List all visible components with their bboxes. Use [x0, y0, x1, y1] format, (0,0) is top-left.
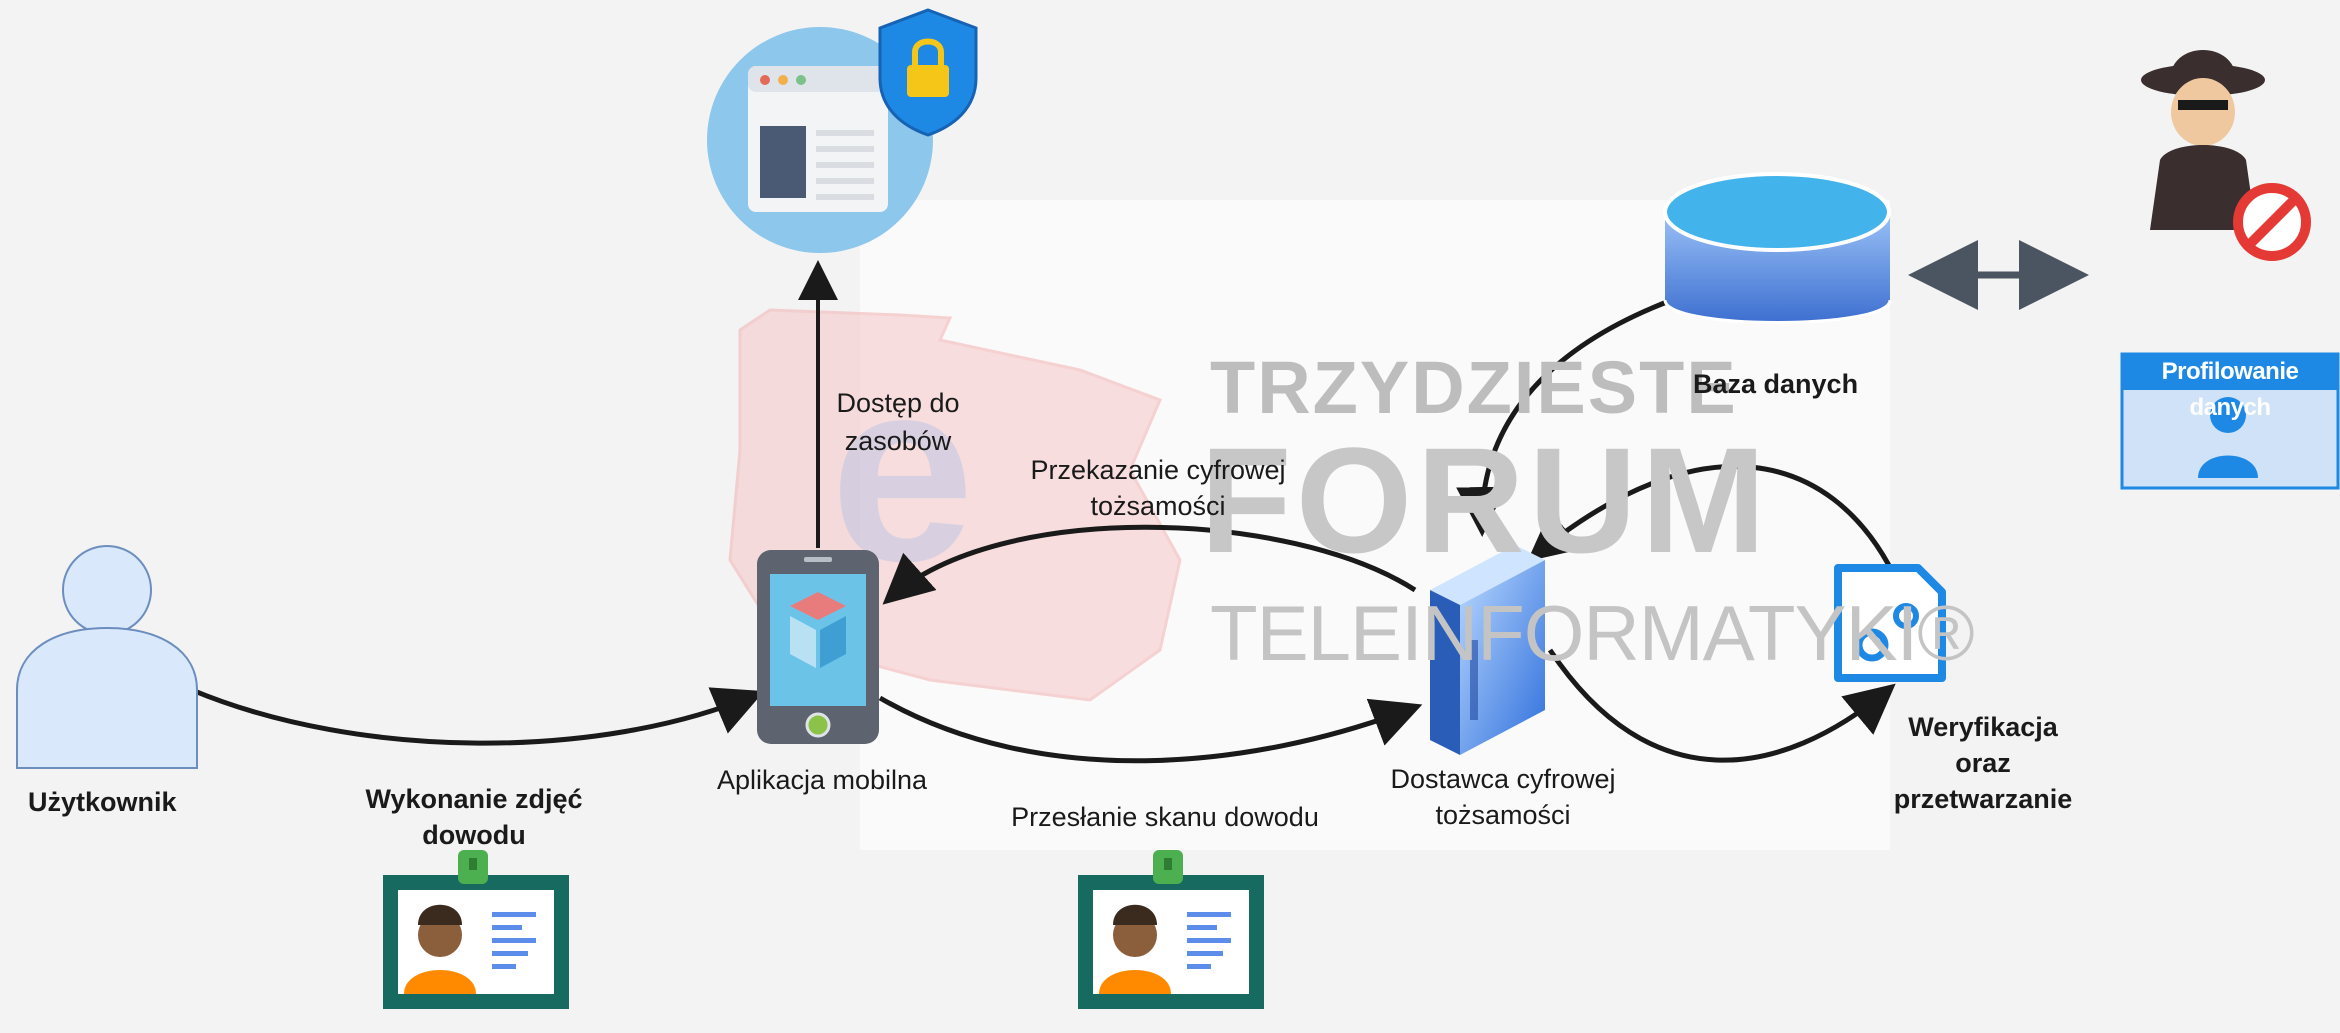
settings-document-icon	[1834, 564, 1946, 682]
label-transfer-line1: Przekazanie cyfrowej	[1030, 455, 1286, 485]
smartphone-icon	[757, 550, 879, 744]
arrow-verification-to-provider	[1527, 464, 1896, 575]
provider-label-line1: Dostawca cyfrowej	[1390, 764, 1616, 794]
hacker-icon	[2141, 50, 2265, 230]
id-card-icon-right	[1078, 850, 1264, 1009]
database-label: Baza danych	[1693, 369, 1859, 399]
label-access-line1: Dostęp do	[836, 388, 960, 418]
user-person-icon	[16, 545, 198, 769]
profiling-title: Profilowanie danych	[2122, 354, 2338, 421]
prohibited-icon	[2233, 183, 2311, 261]
user-label: Użytkownik	[28, 787, 177, 817]
database-icon	[1663, 172, 1892, 324]
provider-label-line2: tożsamości	[1435, 800, 1571, 830]
verification-label-line3: przetwarzanie	[1893, 784, 2073, 814]
id-card-icon-left	[383, 850, 569, 1009]
verification-label-line2: oraz	[1955, 748, 2011, 778]
label-take-photos-line1: Wykonanie zdjęć	[365, 784, 583, 814]
verification-label-line1: Weryfikacja	[1908, 712, 2058, 742]
arrow-database-to-provider	[1456, 297, 1673, 537]
arrow-user-to-app	[191, 687, 765, 746]
label-send-scan: Przesłanie skanu dowodu	[1011, 802, 1319, 832]
label-take-photos-line2: dowodu	[422, 820, 526, 850]
arrow-provider-to-app	[882, 524, 1417, 605]
label-transfer-line2: tożsamości	[1090, 491, 1226, 521]
arrow-provider-to-verification	[1547, 648, 1896, 763]
label-access-line2: zasobów	[844, 426, 952, 456]
secure-browser-icon	[707, 8, 978, 253]
mobile-app-label: Aplikacja mobilna	[716, 765, 928, 795]
arrow-app-to-provider	[878, 695, 1423, 764]
server-icon	[1430, 545, 1545, 755]
